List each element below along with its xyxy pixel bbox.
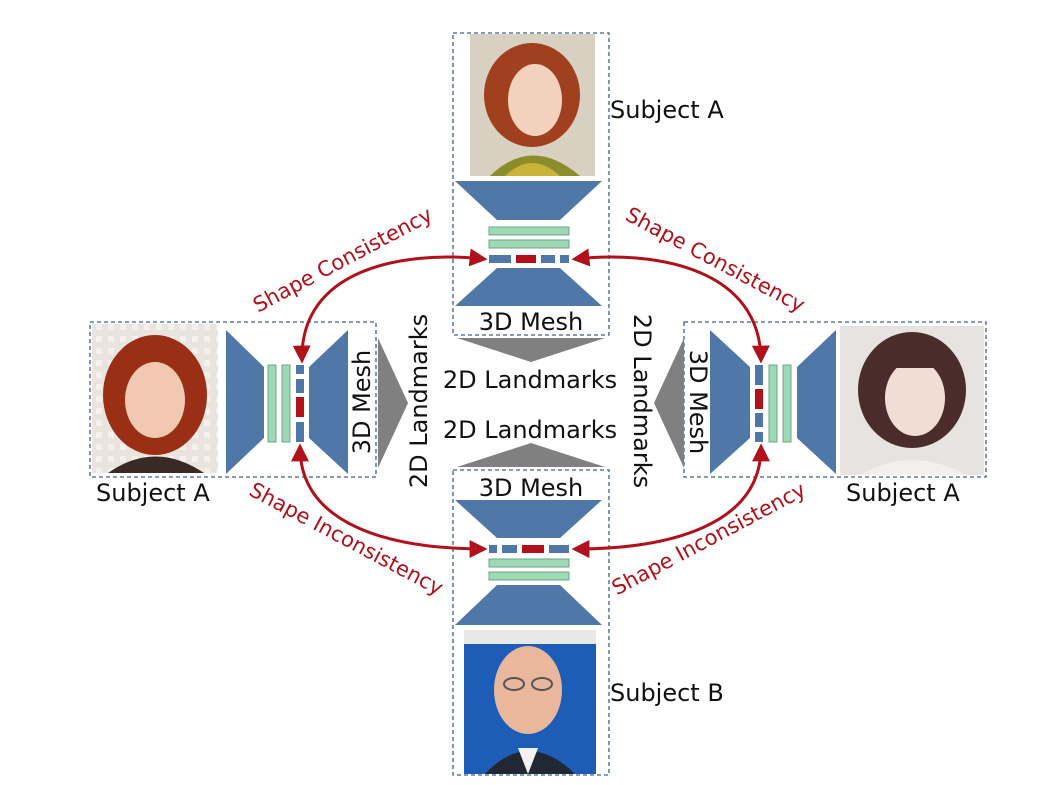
top-encoder-network xyxy=(455,181,602,306)
mesh-label-right: 3D Mesh xyxy=(684,350,712,455)
consistency-arrow-top-right xyxy=(571,248,770,364)
left-face-photo xyxy=(92,324,218,473)
mesh-label-top: 3D Mesh xyxy=(479,308,584,336)
down-arrow-top xyxy=(457,338,605,362)
subject-label-left: Subject A xyxy=(96,479,210,507)
relation-label-bottom-left: Shape Inconsistency xyxy=(245,478,447,601)
landmarks-label-center-top: 2D Landmarks xyxy=(443,366,617,394)
right-face-photo xyxy=(840,326,984,475)
mesh-label-left: 3D Mesh xyxy=(348,350,376,455)
up-arrow-bottom xyxy=(457,443,605,467)
consistency-arrow-top-left xyxy=(292,248,488,364)
right-arrow-left xyxy=(378,338,408,468)
top-face-photo xyxy=(470,34,595,176)
inconsistency-arrow-bottom-right xyxy=(571,443,770,558)
bottom-encoder-network xyxy=(455,500,602,625)
landmarks-label-right-vertical: 2D Landmarks xyxy=(628,314,656,488)
left-module-box xyxy=(89,321,377,478)
subject-label-top: Subject A xyxy=(610,96,724,124)
subject-label-bottom: Subject B xyxy=(610,679,724,707)
left-encoder-network xyxy=(226,330,348,474)
landmarks-label-left-vertical: 2D Landmarks xyxy=(405,314,433,488)
left-arrow-right xyxy=(654,338,684,468)
top-module-box xyxy=(452,32,610,336)
landmarks-label-center-bottom: 2D Landmarks xyxy=(443,416,617,444)
subject-label-right: Subject A xyxy=(846,479,960,507)
mesh-label-bottom: 3D Mesh xyxy=(479,474,584,502)
relation-label-bottom-right: Shape Inconsistency xyxy=(608,478,810,601)
right-encoder-network xyxy=(710,330,836,474)
bottom-module-box xyxy=(452,469,610,776)
bottom-face-photo xyxy=(464,630,596,774)
inconsistency-arrow-bottom-left xyxy=(291,443,488,558)
